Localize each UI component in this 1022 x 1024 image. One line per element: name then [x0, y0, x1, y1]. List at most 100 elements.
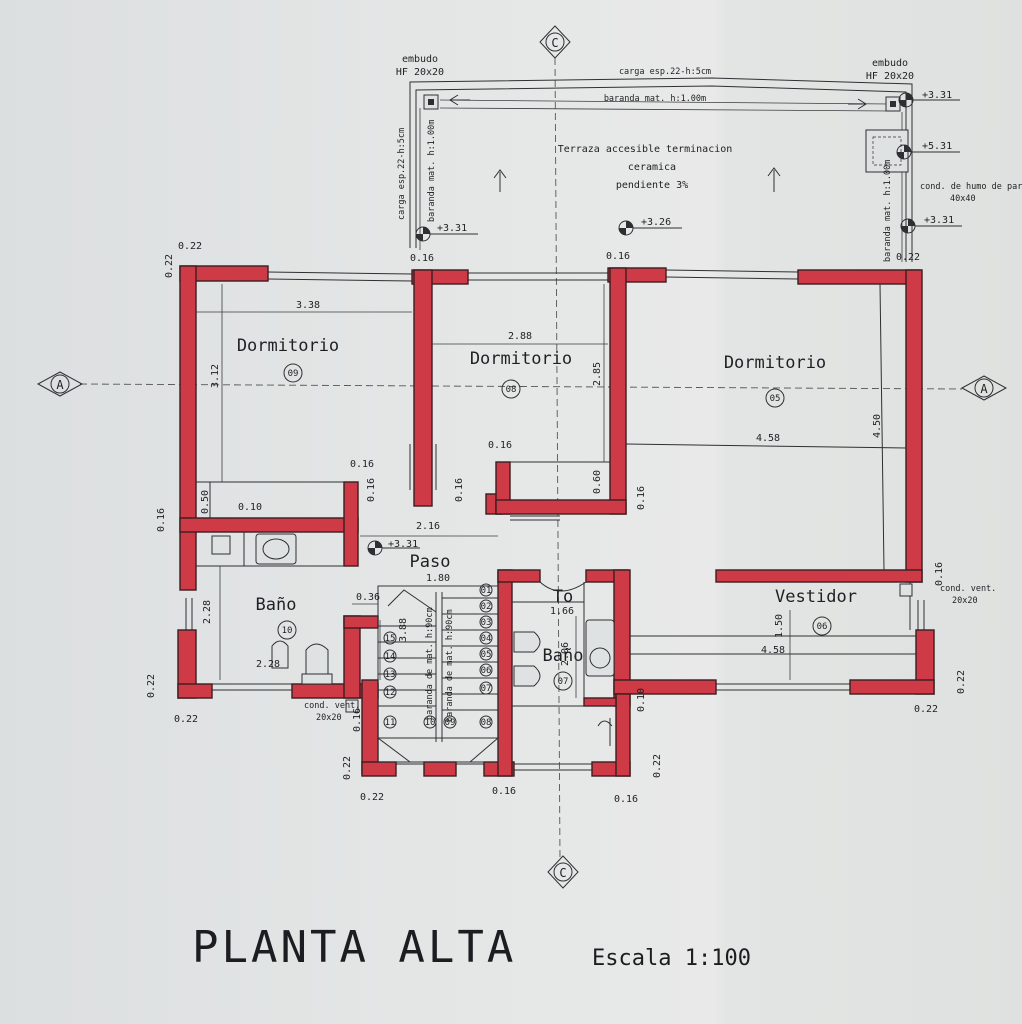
dim-458a: 4.58 [756, 433, 780, 444]
room-name-vestidor: Vestidor [775, 587, 857, 607]
wall-016-12: 0.16 [614, 794, 638, 805]
dim-450: 4.50 [872, 414, 883, 438]
wall-016-1: 0.16 [410, 253, 434, 264]
level-3-text: +3.31 [924, 215, 954, 226]
level-5-text: +3.26 [641, 217, 671, 228]
room-num-vestidor: 06 [817, 622, 828, 632]
svg-text:04: 04 [481, 634, 492, 644]
dim-288: 2.88 [508, 331, 532, 342]
svg-text:11: 11 [385, 718, 396, 728]
embudo-left-size: HF 20x20 [396, 67, 444, 78]
axis-a-right-label: A [980, 382, 988, 396]
terrace-label-3: pendiente 3% [616, 180, 688, 191]
terrace-outline [409, 77, 913, 262]
wall-016-8: 0.16 [156, 508, 167, 532]
svg-text:05: 05 [481, 650, 492, 660]
axis-a-right-marker: A [960, 375, 1008, 401]
level-marker-4: +3.31 [415, 223, 478, 242]
dim-206: 2.06 [560, 642, 571, 666]
room-num-dorm08: 08 [506, 385, 517, 395]
wall-016-7: 0.16 [636, 486, 647, 510]
wall-022-7: 0.22 [914, 704, 938, 715]
axis-c-top-label: C [551, 36, 558, 50]
wall-016-11: 0.16 [492, 786, 516, 797]
dim-036: 0.36 [356, 592, 380, 603]
room-name-bano10: Baño [256, 595, 297, 615]
stair-step-01: 01 [479, 583, 493, 597]
level-6-text: +3.31 [388, 539, 418, 550]
dim-216: 2.16 [416, 521, 440, 532]
svg-text:15: 15 [385, 634, 396, 644]
svg-text:01: 01 [481, 586, 492, 596]
svg-text:10: 10 [425, 718, 436, 728]
stair-step-09: 09 [443, 715, 457, 729]
stair-step-08: 08 [479, 715, 493, 729]
level-4-text: +3.31 [437, 223, 467, 234]
svg-text:07: 07 [481, 684, 492, 694]
chimney-label: cond. de humo de parrilla [920, 182, 1022, 192]
level-marker-6: +3.31 [367, 539, 420, 556]
drawing-title: PLANTA ALTA [192, 922, 517, 973]
dim-388: 3.88 [398, 618, 409, 642]
dim-050: 0.50 [200, 490, 211, 514]
stair-step-06: 06 [479, 663, 493, 677]
room-name-dorm05: Dormitorio [724, 353, 826, 373]
dim-166: 1.66 [550, 606, 574, 617]
faucet-icon [211, 535, 231, 555]
toilet-07-icon [513, 631, 541, 653]
svg-text:12: 12 [385, 688, 396, 698]
room-name-bano07: Baño [543, 646, 584, 666]
wall-016-5: 0.16 [454, 478, 465, 502]
wall-022-8: 0.22 [342, 756, 353, 780]
axis-c-line [554, 57, 561, 861]
svg-text:03: 03 [481, 618, 492, 628]
baranda-left-label: baranda mat. h:1.00m [427, 120, 437, 222]
svg-text:14: 14 [385, 652, 396, 662]
room-name-to: To [553, 587, 573, 607]
stair-baranda-1: baranda de mat. h:90cm [425, 607, 435, 720]
carga-top-label: carga esp.22-h:5cm [619, 67, 711, 77]
dim-060: 0.60 [592, 470, 603, 494]
shower-icon [597, 720, 613, 727]
wall-016-10: 0.16 [352, 708, 363, 732]
wall-022-4: 0.22 [146, 674, 157, 698]
axis-c-bottom-label: C [559, 866, 566, 880]
dimension-lines [196, 284, 791, 698]
drawing-scale: Escala 1:100 [592, 946, 751, 971]
svg-text:13: 13 [385, 670, 396, 680]
wall-022-9: 0.22 [360, 792, 384, 803]
room-num-bano07: 07 [558, 677, 569, 687]
toilet-icon [305, 643, 329, 677]
windows [185, 269, 925, 771]
svg-text:02: 02 [481, 602, 492, 612]
bidet-07-icon [513, 665, 541, 687]
wall-022-6: 0.22 [956, 670, 967, 694]
vent-10-icon [345, 699, 359, 713]
wall-016-9: 0.16 [934, 562, 945, 586]
wall-016-6: 0.16 [488, 440, 512, 451]
sink-icon [255, 533, 297, 565]
chimney-size: 40x40 [950, 194, 976, 204]
room-num-dorm05: 05 [770, 394, 781, 404]
level-marker-3: +3.31 [900, 215, 962, 234]
terrace-label-2: ceramica [628, 162, 676, 173]
stair-step-13: 13 [383, 667, 397, 681]
walls [177, 265, 935, 777]
wall-022-1: 0.22 [178, 241, 202, 252]
level-marker-5: +3.26 [618, 217, 682, 236]
wall-016-3: 0.16 [350, 459, 374, 470]
vent-icon [899, 583, 913, 597]
vent-right-label: cond. vent. [940, 584, 996, 594]
bathroom-07-fixtures [513, 619, 615, 746]
stair-step-12: 12 [383, 685, 397, 699]
axis-c-top-marker: C [539, 25, 571, 59]
dim-312: 3.12 [210, 364, 221, 388]
wall-022-5: 0.22 [174, 714, 198, 725]
terrace-label-1: Terraza accesible terminacion [558, 144, 733, 155]
stair-step-15: 15 [383, 631, 397, 645]
wall-010: 0.10 [636, 688, 647, 712]
dim-150: 1.50 [774, 614, 785, 638]
wall-016-2: 0.16 [606, 251, 630, 262]
embudo-right-label: embudo [872, 58, 908, 69]
